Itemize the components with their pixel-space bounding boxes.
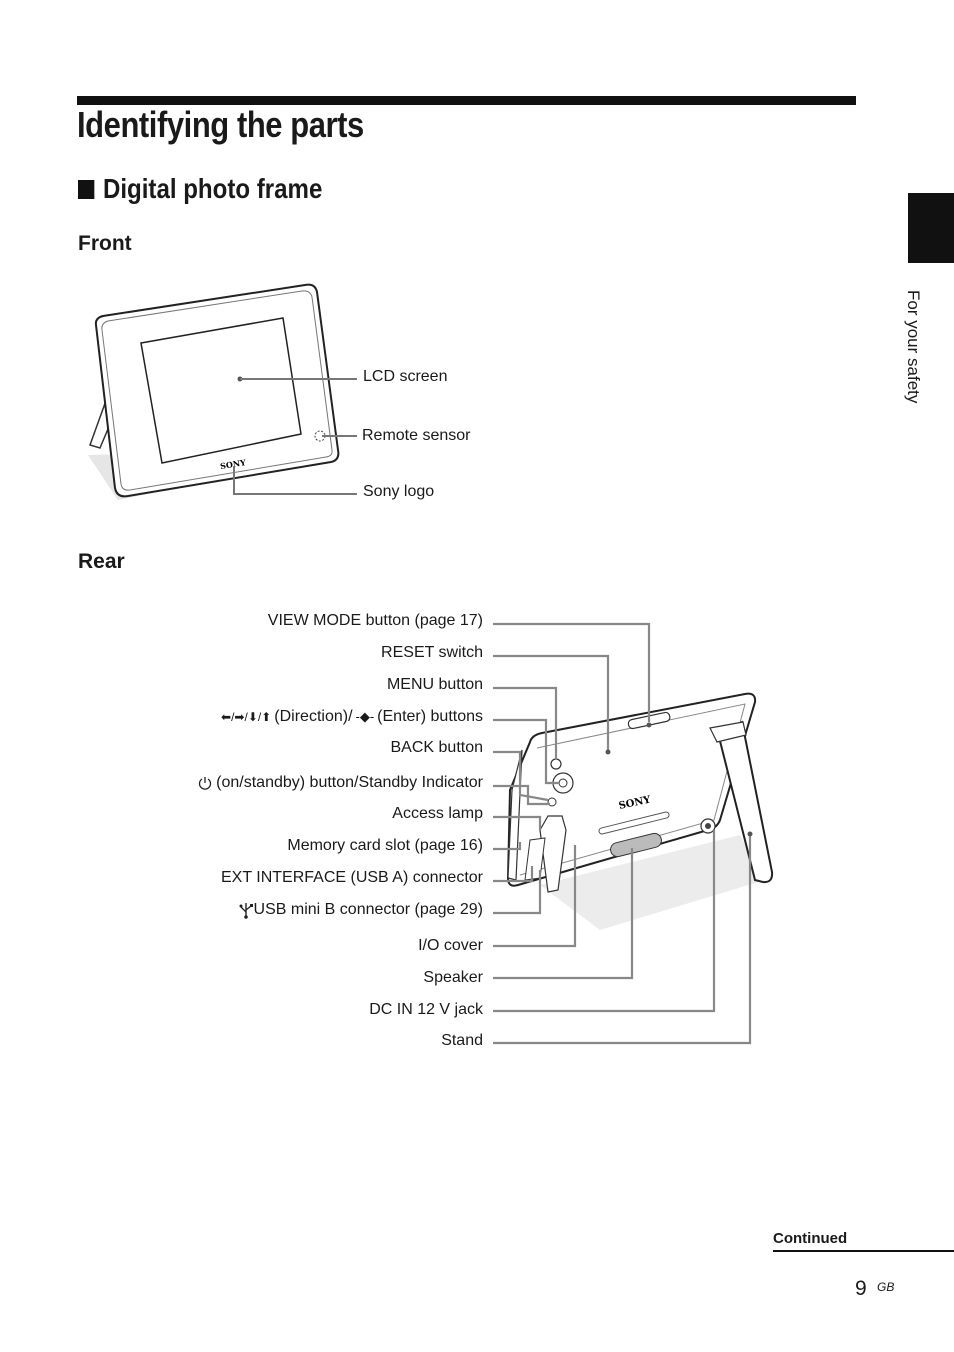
label-dc-in-jack: DC IN 12 V jack (369, 1001, 483, 1018)
section-title: Digital photo frame (78, 173, 322, 205)
side-tab-text: For your safety (904, 290, 923, 404)
usb-icon (239, 903, 253, 919)
section-title-text: Digital photo frame (102, 173, 323, 204)
page-number: 9 (855, 1277, 867, 1300)
label-view-mode-button: VIEW MODE button (page 17) (267, 612, 483, 629)
rear-heading: Rear (78, 550, 125, 573)
label-enter-text: (Enter) buttons (377, 708, 483, 725)
label-remote-sensor: Remote sensor (362, 427, 471, 444)
page-suffix: GB (877, 1280, 895, 1294)
enter-icon: -◆- (355, 709, 375, 724)
title-rule (77, 96, 856, 105)
continued-rule (773, 1250, 954, 1252)
label-memory-card-slot: Memory card slot (page 16) (287, 837, 483, 854)
label-usb-text: USB mini B connector (page 29) (253, 901, 483, 918)
label-sony-logo: Sony logo (363, 483, 435, 500)
label-ext-interface: EXT INTERFACE (USB A) connector (220, 869, 483, 886)
page-title: Identifying the parts (77, 104, 364, 145)
side-tab-marker (908, 193, 954, 263)
label-access-lamp: Access lamp (392, 805, 483, 822)
label-io-cover: I/O cover (418, 937, 483, 954)
label-lcd-screen: LCD screen (363, 368, 448, 385)
direction-arrows-icon: ⬅/➡/⬇/⬆ (221, 710, 272, 724)
front-sony-logo: SONY (219, 457, 246, 471)
label-reset-switch: RESET switch (381, 644, 483, 661)
label-stand: Stand (441, 1032, 483, 1049)
continued-note: Continued (773, 1230, 848, 1247)
label-power-standby: (on/standby) button/Standby Indicator (198, 774, 483, 792)
label-menu-button: MENU button (386, 676, 483, 693)
square-bullet-icon (78, 179, 95, 199)
label-power-text: (on/standby) button/Standby Indicator (216, 774, 483, 791)
front-heading: Front (78, 232, 132, 255)
power-icon (199, 777, 212, 790)
label-back-button: BACK button (390, 739, 484, 756)
label-direction-enter-buttons: ⬅/➡/⬇/⬆ (Direction)/ -◆- (Enter) buttons (221, 708, 483, 726)
label-speaker: Speaker (423, 969, 483, 986)
label-direction-text: (Direction)/ (274, 708, 353, 725)
label-usb-mini-b: USB mini B connector (page 29) (239, 901, 483, 919)
